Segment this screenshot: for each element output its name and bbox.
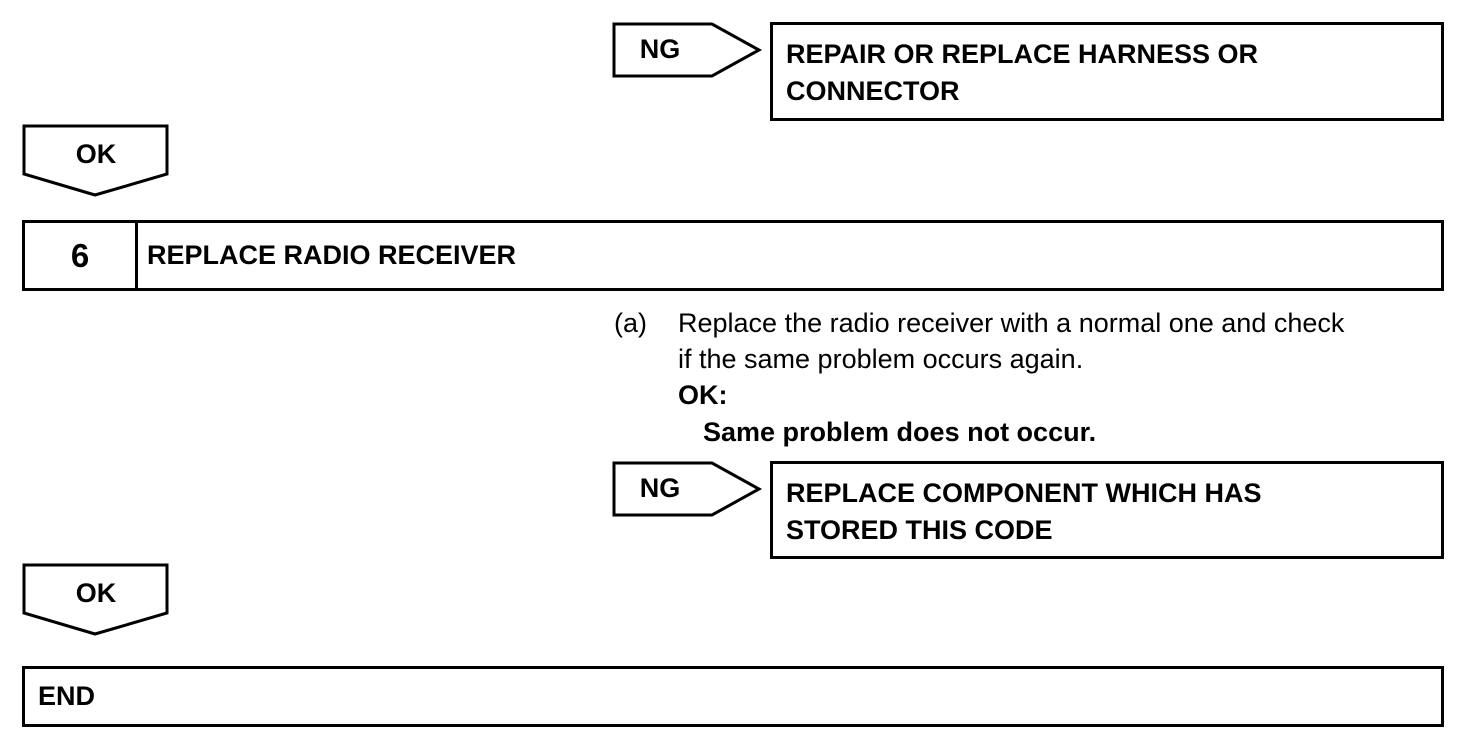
instruction-line-1: Replace the radio receiver with a normal… — [678, 308, 1345, 338]
step-number: 6 — [25, 223, 138, 288]
end-box: END — [22, 666, 1444, 727]
ng-arrow-1-shape — [612, 22, 763, 78]
ng-result-2-line-1: REPLACE COMPONENT WHICH HAS — [786, 478, 1262, 508]
ng-arrow-2-shape — [612, 461, 763, 517]
step-title: REPLACE RADIO RECEIVER — [147, 240, 517, 270]
ok-arrow-2: OK — [22, 563, 170, 637]
ng-label-2: NG — [639, 473, 681, 503]
instruction-line-2: if the same problem occurs again. — [678, 344, 1084, 374]
ng-result-1-line-1: REPAIR OR REPLACE HARNESS OR — [786, 39, 1259, 69]
ng-label-1: NG — [639, 34, 681, 64]
ng-result-2-line-2: STORED THIS CODE — [786, 515, 1053, 545]
instruction-marker: (a) — [614, 308, 647, 338]
ok-label-1: OK — [75, 139, 117, 169]
ok-heading: OK: — [678, 380, 728, 410]
ng-result-box-1: REPAIR OR REPLACE HARNESS OR CONNECTOR — [770, 22, 1444, 121]
ok-arrow-1: OK — [22, 124, 170, 198]
end-label: END — [38, 681, 96, 711]
ok-arrow-2-shape — [22, 563, 169, 636]
step-6-header: 6 REPLACE RADIO RECEIVER — [22, 220, 1444, 291]
ok-arrow-1-shape — [22, 124, 169, 197]
ng-result-1-line-2: CONNECTOR — [786, 76, 960, 106]
ng-result-box-2: REPLACE COMPONENT WHICH HAS STORED THIS … — [770, 461, 1444, 559]
ng-arrow-1: NG — [612, 22, 763, 78]
ok-condition: Same problem does not occur. — [703, 417, 1097, 447]
ng-arrow-2: NG — [612, 461, 763, 517]
ok-label-2: OK — [75, 578, 117, 608]
